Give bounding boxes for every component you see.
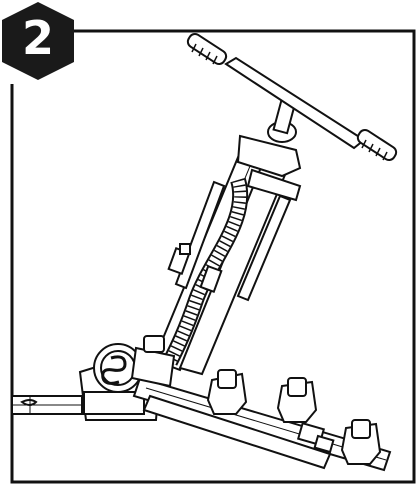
step-badge: 2 (0, 0, 76, 82)
coiled-strap (162, 177, 249, 366)
tray-arms (132, 376, 392, 472)
side-arms (167, 180, 292, 302)
hitch-receiver (11, 395, 83, 415)
mast-collar (130, 335, 176, 388)
step-number: 2 (21, 11, 54, 65)
t-handle (186, 32, 398, 162)
grip-right (356, 128, 398, 162)
wheel-cradle-2 (276, 377, 318, 423)
pivot-housing (78, 343, 162, 421)
hexagon-badge-icon (2, 2, 74, 80)
wheel-cradle-3 (340, 419, 382, 465)
grip-left (186, 32, 228, 66)
panel-frame (10, 29, 416, 484)
top-head (236, 93, 302, 202)
wheel-cradle-1 (206, 369, 248, 415)
brand-s-logo-icon (101, 355, 127, 385)
